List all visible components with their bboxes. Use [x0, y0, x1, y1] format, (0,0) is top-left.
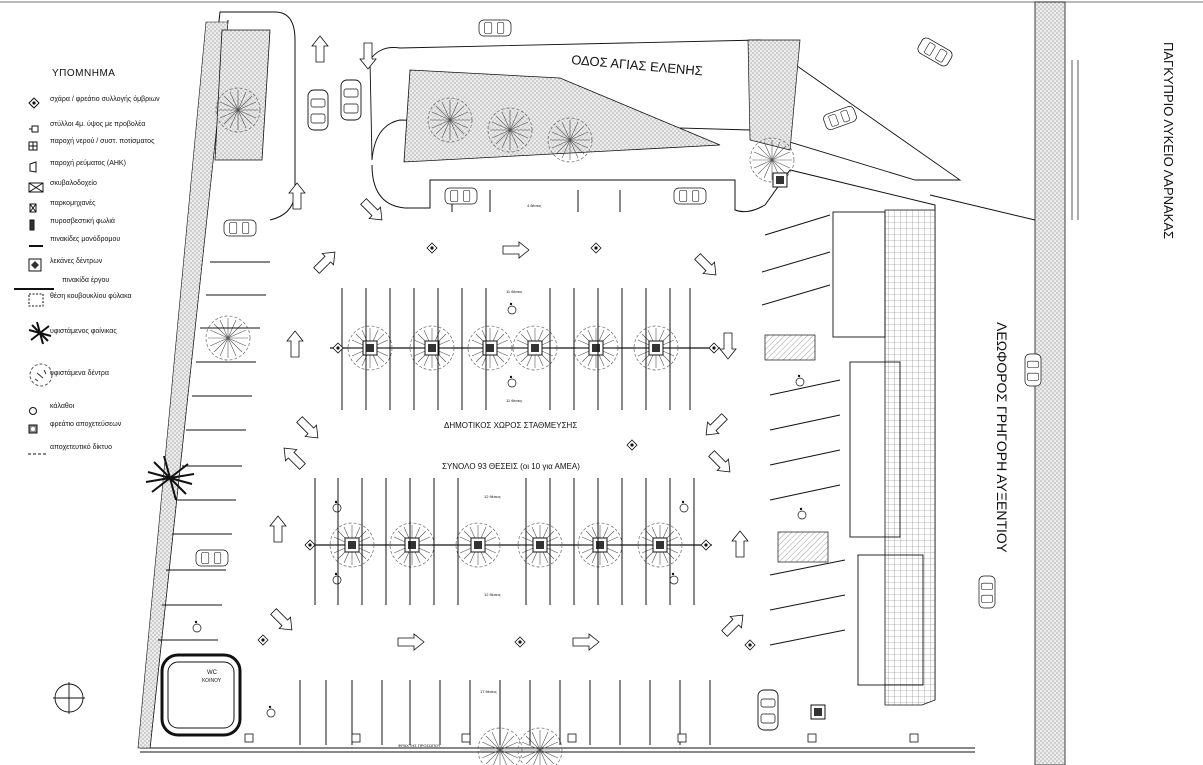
light-pole-icon [28, 121, 40, 139]
legend-item-label: πινακίδα έργου [62, 277, 110, 284]
dumpster-icon [28, 180, 44, 198]
row-label-6: 4 θέσεις [527, 203, 542, 208]
row-label-1: 11 θέσεις [506, 289, 523, 294]
legend-item-label: πυροσβεστική φωλιά [50, 218, 115, 225]
sewer-manhole-icon [28, 421, 38, 439]
legend-item-label: αποχετευτικό δίκτυο [50, 444, 113, 451]
school-label: ΠΑΓΚΥΠΡΙΟ ΛΥΚΕΙΟ ΛΑΡΝΑΚΑΣ [1161, 42, 1176, 240]
power-supply-icon [28, 160, 38, 178]
legend-item-label: παροχή ρεύματος (ΑΗΚ) [50, 160, 126, 167]
water-supply-icon [28, 138, 38, 156]
parking-name: ΔΗΜΟΤΙΚΟΣ ΧΩΡΟΣ ΣΤΑΘΜΕΥΣΗΣ [444, 421, 578, 430]
legend-item-label: κάλαθοι [50, 403, 75, 410]
parking-stalls [158, 190, 846, 745]
parking-meter-icon [28, 200, 38, 218]
legend-item-label: φρεάτιο αποχετεύσεων [50, 421, 122, 428]
drain-grate-icon [28, 96, 40, 114]
project-sign-icon [14, 279, 54, 297]
north-street [369, 39, 962, 181]
parking-total: ΣΥΝΟΛΟ 93 ΘΕΣΕΙΣ (οι 10 για ΑΜΕΑ) [442, 462, 580, 471]
legend-item-label: πινακίδες μονόδρομου [50, 236, 121, 243]
guard-booth-icon [28, 293, 44, 312]
row-label-2: 11 θέσεις [506, 398, 523, 403]
legend-item-label: θέση κουβουκλίου φύλακα [50, 293, 132, 300]
row-label-4: 12 θέσεις [484, 592, 501, 597]
bin-icon [28, 403, 38, 421]
east-sidewalk [764, 209, 936, 706]
tree-pit-icon [28, 258, 42, 277]
palm-tree [145, 455, 195, 501]
legend-item-label: σκυβαλοδοχείο [50, 180, 97, 187]
sewer-line-icon [28, 444, 48, 462]
legend-item-label: παροχή νερού / συστ. ποτίσματος [50, 138, 155, 145]
accessible-spaces [192, 302, 807, 718]
row-label-5: 17 θέσεις [480, 689, 497, 694]
row-label-3: 12 θέσεις [484, 494, 501, 499]
legend-item-label: λεκάνες δέντρων [50, 258, 103, 265]
fire-hydrant-icon [28, 218, 36, 236]
existing-tree-icon [28, 362, 54, 393]
school-sidewalk [1034, 1, 1079, 765]
wc-sublabel: ΚΟΙΝΟΥ [202, 678, 222, 684]
legend-item-label: παρκομηχανές [50, 200, 96, 207]
north-green-triangle [403, 69, 721, 163]
tree-row-upper [330, 325, 720, 371]
palm-tree-icon [28, 321, 52, 350]
wc-building [160, 653, 242, 737]
tree-row-lower [305, 522, 712, 568]
one-way-sign-icon [28, 236, 44, 254]
legend-item-label: υφιστάμενα δέντρα [50, 370, 109, 377]
drain-grates [257, 242, 756, 651]
street-east-label: ΛΕΩΦΟΡΟΣ ΓΡΗΓΟΡΗ ΑΥΞΕΝΤΙΟΥ [994, 322, 1010, 553]
wc-label: WC [207, 670, 217, 676]
legend-item-label: υφιστάμενος φοίνικας [50, 328, 117, 335]
legend-item-label: σχάρα / φρεάτιο συλλογής όμβριων [50, 96, 160, 103]
legend-title: ΥΠΟΜΝΗΜΑ [52, 68, 116, 79]
north-arrow [53, 682, 85, 714]
fence-label: ΦΡΑΧΤΗΣ ΠΡΟΣΩΠΟΥ [398, 743, 441, 748]
bottom-fence [244, 733, 919, 743]
legend-item-label: στύλλοι 4μ. ύψος με προβολέα [50, 121, 146, 128]
west-planting-strip [137, 21, 271, 749]
